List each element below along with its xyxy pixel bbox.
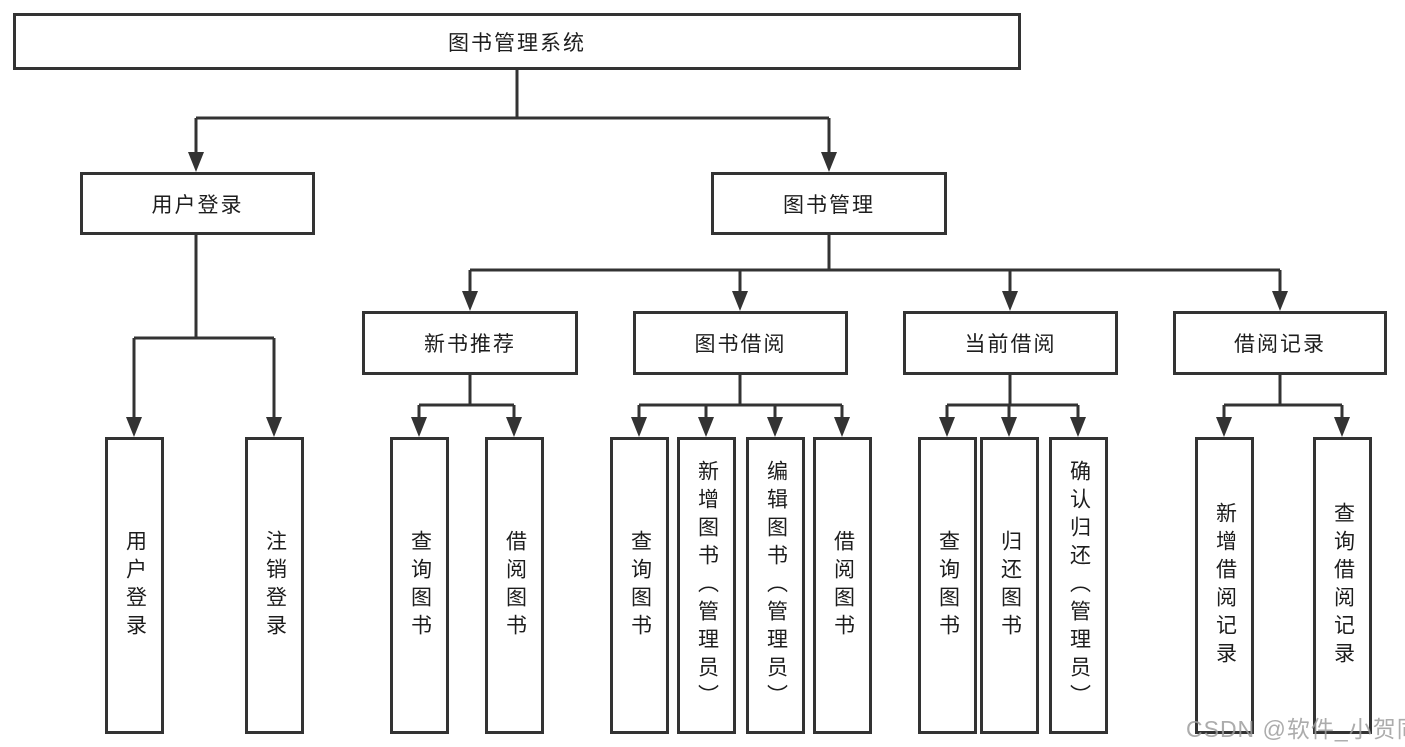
node-label: 注销登录 <box>263 529 287 642</box>
node-borrow-records: 借阅记录 <box>1173 311 1387 375</box>
node-label: 确认归还（管理员） <box>1067 459 1091 712</box>
node-label: 新书推荐 <box>424 333 516 356</box>
node-leaf-confirm-return: 确认归还（管理员） <box>1049 437 1108 734</box>
node-leaf-query-book-1: 查询图书 <box>390 437 449 734</box>
node-leaf-query-book-3: 查询图书 <box>918 437 977 734</box>
node-label: 新增借阅记录 <box>1213 501 1237 670</box>
node-label: 查询图书 <box>408 529 432 642</box>
node-book-borrow: 图书借阅 <box>633 311 848 375</box>
node-label: 用户登录 <box>151 193 244 217</box>
node-leaf-user-login: 用户登录 <box>105 437 164 734</box>
node-leaf-add-book: 新增图书（管理员） <box>677 437 736 734</box>
node-label: 归还图书 <box>998 529 1022 642</box>
node-label: 图书管理系统 <box>448 31 586 55</box>
node-leaf-borrow-book-2: 借阅图书 <box>813 437 872 734</box>
csdn-watermark: CSDN @软件_小贺同学 <box>1186 716 1405 742</box>
node-leaf-logout: 注销登录 <box>245 437 304 734</box>
node-leaf-return-book: 归还图书 <box>980 437 1039 734</box>
node-label: 当前借阅 <box>964 333 1057 356</box>
node-leaf-add-borrow-record: 新增借阅记录 <box>1195 437 1254 734</box>
node-label: 借阅图书 <box>831 529 855 642</box>
node-user-login: 用户登录 <box>80 172 315 235</box>
node-label: 用户登录 <box>123 529 147 642</box>
node-current-borrow: 当前借阅 <box>903 311 1118 375</box>
node-label: 查询图书 <box>628 529 652 642</box>
node-book-management: 图书管理 <box>711 172 947 235</box>
node-leaf-edit-book: 编辑图书（管理员） <box>746 437 805 734</box>
node-label: 新增图书（管理员） <box>695 459 719 712</box>
node-leaf-query-borrow-record: 查询借阅记录 <box>1313 437 1372 734</box>
node-leaf-query-book-2: 查询图书 <box>610 437 669 734</box>
node-label: 查询借阅记录 <box>1331 501 1355 670</box>
node-label: 图书借阅 <box>694 333 787 356</box>
node-label: 编辑图书（管理员） <box>764 459 788 712</box>
node-label: 查询图书 <box>936 529 960 642</box>
node-label: 图书管理 <box>783 193 875 217</box>
node-new-book-recommend: 新书推荐 <box>362 311 578 375</box>
node-root: 图书管理系统 <box>13 13 1021 70</box>
node-label: 借阅图书 <box>503 529 527 642</box>
node-label: 借阅记录 <box>1234 333 1326 356</box>
node-leaf-borrow-book-1: 借阅图书 <box>485 437 544 734</box>
